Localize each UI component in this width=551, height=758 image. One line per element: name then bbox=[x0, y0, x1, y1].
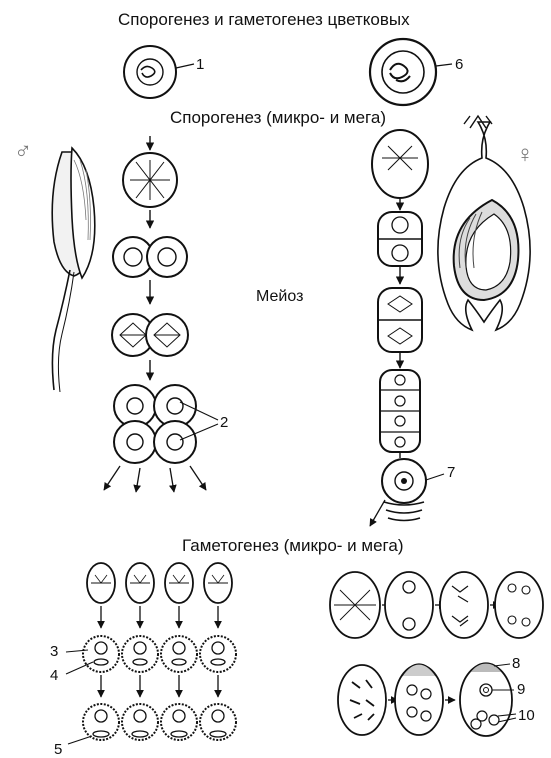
mother-cell-female bbox=[370, 39, 452, 105]
microspore-row bbox=[87, 563, 232, 603]
meiosis-label: Мейоз bbox=[256, 289, 303, 305]
gametogenesis-label: Гаметогенез (микро- и мега) bbox=[182, 537, 403, 554]
female-symbol-icon: ♀ bbox=[516, 143, 534, 167]
callout-7: 7 bbox=[447, 465, 455, 480]
callout-8: 8 bbox=[512, 656, 520, 671]
callout-4: 4 bbox=[50, 668, 58, 683]
callout-3: 3 bbox=[50, 644, 58, 659]
callout-6: 6 bbox=[455, 57, 463, 72]
pollen-row-1 bbox=[66, 636, 236, 674]
female-gametogenesis bbox=[330, 572, 543, 736]
callout-1: 1 bbox=[196, 57, 204, 72]
male-meiosis-stages bbox=[104, 136, 218, 492]
male-symbol-icon: ♂ bbox=[14, 140, 32, 164]
callout-10: 10 bbox=[518, 708, 535, 723]
sporogenesis-label: Спорогенез (микро- и мега) bbox=[170, 109, 386, 126]
arrows-row-1 bbox=[101, 606, 218, 628]
callout-9: 9 bbox=[517, 682, 525, 697]
female-meiosis-stages bbox=[370, 130, 444, 526]
male-gametogenesis bbox=[66, 563, 236, 744]
callout-2: 2 bbox=[220, 415, 228, 430]
page-title: Спорогенез и гаметогенез цветковых bbox=[118, 11, 410, 28]
callout-5: 5 bbox=[54, 742, 62, 757]
mother-cell-male bbox=[124, 46, 194, 98]
pollen-row-2 bbox=[68, 704, 236, 744]
arrows-row-2 bbox=[101, 675, 218, 697]
stamen-drawing bbox=[52, 148, 95, 392]
